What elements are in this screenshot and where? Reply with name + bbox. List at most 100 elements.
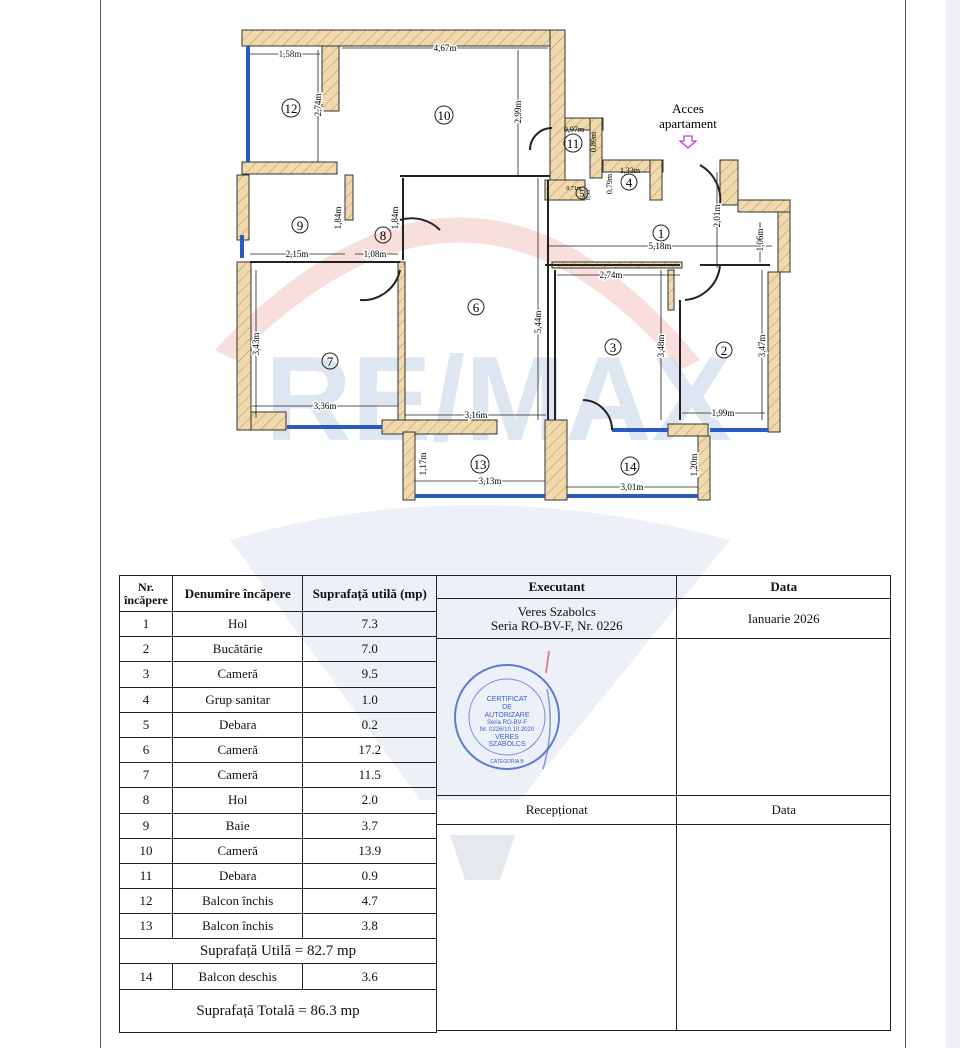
room-area: 9.5	[302, 661, 437, 688]
room-area: 17.2	[302, 736, 437, 764]
executant-date: Ianuarie 2026	[676, 598, 891, 639]
svg-text:10: 10	[438, 108, 451, 123]
svg-text:3,36m: 3,36m	[314, 401, 337, 411]
room-area: 3.8	[302, 913, 437, 940]
svg-text:14: 14	[624, 459, 638, 474]
svg-text:1,84m: 1,84m	[333, 207, 343, 230]
viewer-gutter	[946, 0, 960, 1048]
svg-text:5: 5	[580, 189, 585, 200]
room-name: Bucătărie	[171, 636, 304, 663]
svg-text:3: 3	[610, 340, 617, 355]
room-nr: 9	[119, 812, 173, 839]
svg-text:CATEGORIA B: CATEGORIA B	[490, 759, 524, 765]
svg-text:12: 12	[285, 101, 298, 116]
svg-text:DE: DE	[502, 704, 512, 711]
svg-text:4: 4	[626, 175, 633, 190]
svg-text:1,17m: 1,17m	[418, 453, 428, 476]
room-10-label: 10	[434, 105, 454, 125]
svg-text:0,89m: 0,89m	[589, 131, 598, 152]
dimension-labels: 1,58m 4,67m 2,74m 2,99m 0,97m 0,89m 1,33…	[250, 42, 769, 494]
svg-text:Acces: Acces	[672, 101, 704, 116]
stamp-cell: CERTIFICAT DE AUTORIZARE Seria RO-BV-F N…	[435, 638, 678, 796]
room-name: Hol	[171, 610, 304, 638]
header-name: Denumire încăpere	[171, 575, 304, 612]
header-area: Suprafață utilă (mp)	[302, 575, 437, 612]
room-area: 4.7	[302, 888, 437, 915]
svg-text:4,67m: 4,67m	[434, 43, 457, 53]
room-14-label: 14	[620, 456, 640, 476]
svg-text:1,06m: 1,06m	[755, 229, 765, 252]
date-signature-cell	[676, 638, 891, 796]
grand-total-row: Suprafață Totală = 86.3 mp	[119, 989, 437, 1034]
useful-total: Suprafață Utilă = 82.7 mp	[119, 938, 437, 965]
windows	[240, 46, 768, 498]
access-label: Acces apartament	[659, 101, 717, 149]
room-name: Cameră	[171, 762, 304, 789]
inner-walls	[250, 127, 770, 431]
rooms-header-row: Nr. încăpere Denumire încăpere Suprafață…	[119, 575, 437, 612]
received-date-cell	[676, 824, 891, 1031]
svg-text:2,99m: 2,99m	[513, 101, 523, 124]
svg-text:5,44m: 5,44m	[533, 311, 543, 334]
executant-name: Veres Szabolcs	[517, 603, 596, 619]
svg-text:AUTORIZARE: AUTORIZARE	[485, 712, 530, 719]
room-nr: 4	[119, 686, 173, 713]
room-nr: 1	[119, 610, 173, 638]
room-12-label: 12	[281, 98, 301, 118]
svg-text:1,84m: 1,84m	[390, 207, 400, 230]
room-area: 3.6	[302, 963, 437, 991]
room-name: Cameră	[171, 837, 304, 864]
room-nr: 2	[119, 636, 173, 663]
walls	[236, 29, 791, 501]
svg-text:3,16m: 3,16m	[465, 410, 488, 420]
received-signature-cell	[435, 824, 678, 1031]
room-7-label: 7	[321, 352, 339, 370]
page-right-edge	[905, 0, 906, 1048]
room-9-label: 9	[291, 216, 309, 234]
svg-text:0,71m: 0,71m	[566, 186, 582, 192]
room-6-label: 6	[467, 298, 485, 316]
room-5-label: 5	[575, 186, 589, 200]
svg-text:2,74m: 2,74m	[600, 270, 623, 280]
executant-info: Veres Szabolcs Seria RO-BV-F, Nr. 0226	[435, 598, 678, 639]
svg-text:5,18m: 5,18m	[649, 241, 672, 251]
room-nr: 11	[119, 862, 173, 890]
svg-text:1,20m: 1,20m	[689, 454, 699, 477]
svg-text:0,79m: 0,79m	[605, 173, 614, 194]
grand-total: Suprafață Totală = 86.3 mp	[119, 989, 437, 1034]
svg-text:1: 1	[658, 226, 665, 241]
room-name: Grup sanitar	[171, 686, 304, 713]
svg-text:3,48m: 3,48m	[656, 335, 666, 358]
room-nr: 10	[119, 837, 173, 864]
room-name: Cameră	[171, 661, 304, 688]
dimension-lines	[250, 47, 772, 488]
room-name: Cameră	[171, 736, 304, 764]
rooms-table: Nr. încăpere Denumire încăpere Suprafață…	[119, 575, 437, 1034]
table-row: 14 Balcon deschis 3.6	[119, 963, 437, 991]
room-nr: 3	[119, 661, 173, 688]
svg-text:6: 6	[473, 300, 480, 315]
room-name: Balcon închis	[171, 888, 304, 915]
svg-text:3,01m: 3,01m	[621, 482, 644, 492]
svg-text:2,15m: 2,15m	[286, 249, 309, 259]
room-nr: 13	[119, 913, 173, 940]
room-2-label: 2	[715, 341, 733, 359]
room-8-label: 8	[374, 226, 392, 244]
svg-text:3,43m: 3,43m	[251, 333, 261, 356]
svg-text:1,08m: 1,08m	[364, 249, 387, 259]
room-3-label: 3	[604, 338, 622, 356]
executant-series: Seria RO-BV-F, Nr. 0226	[490, 617, 623, 633]
room-name: Balcon deschis	[171, 963, 304, 991]
svg-text:SZABOLCS: SZABOLCS	[488, 741, 526, 748]
room-1-label: 1	[652, 224, 670, 242]
room-name: Debara	[171, 711, 304, 738]
page-left-edge	[100, 0, 101, 1048]
room-nr: 5	[119, 711, 173, 738]
